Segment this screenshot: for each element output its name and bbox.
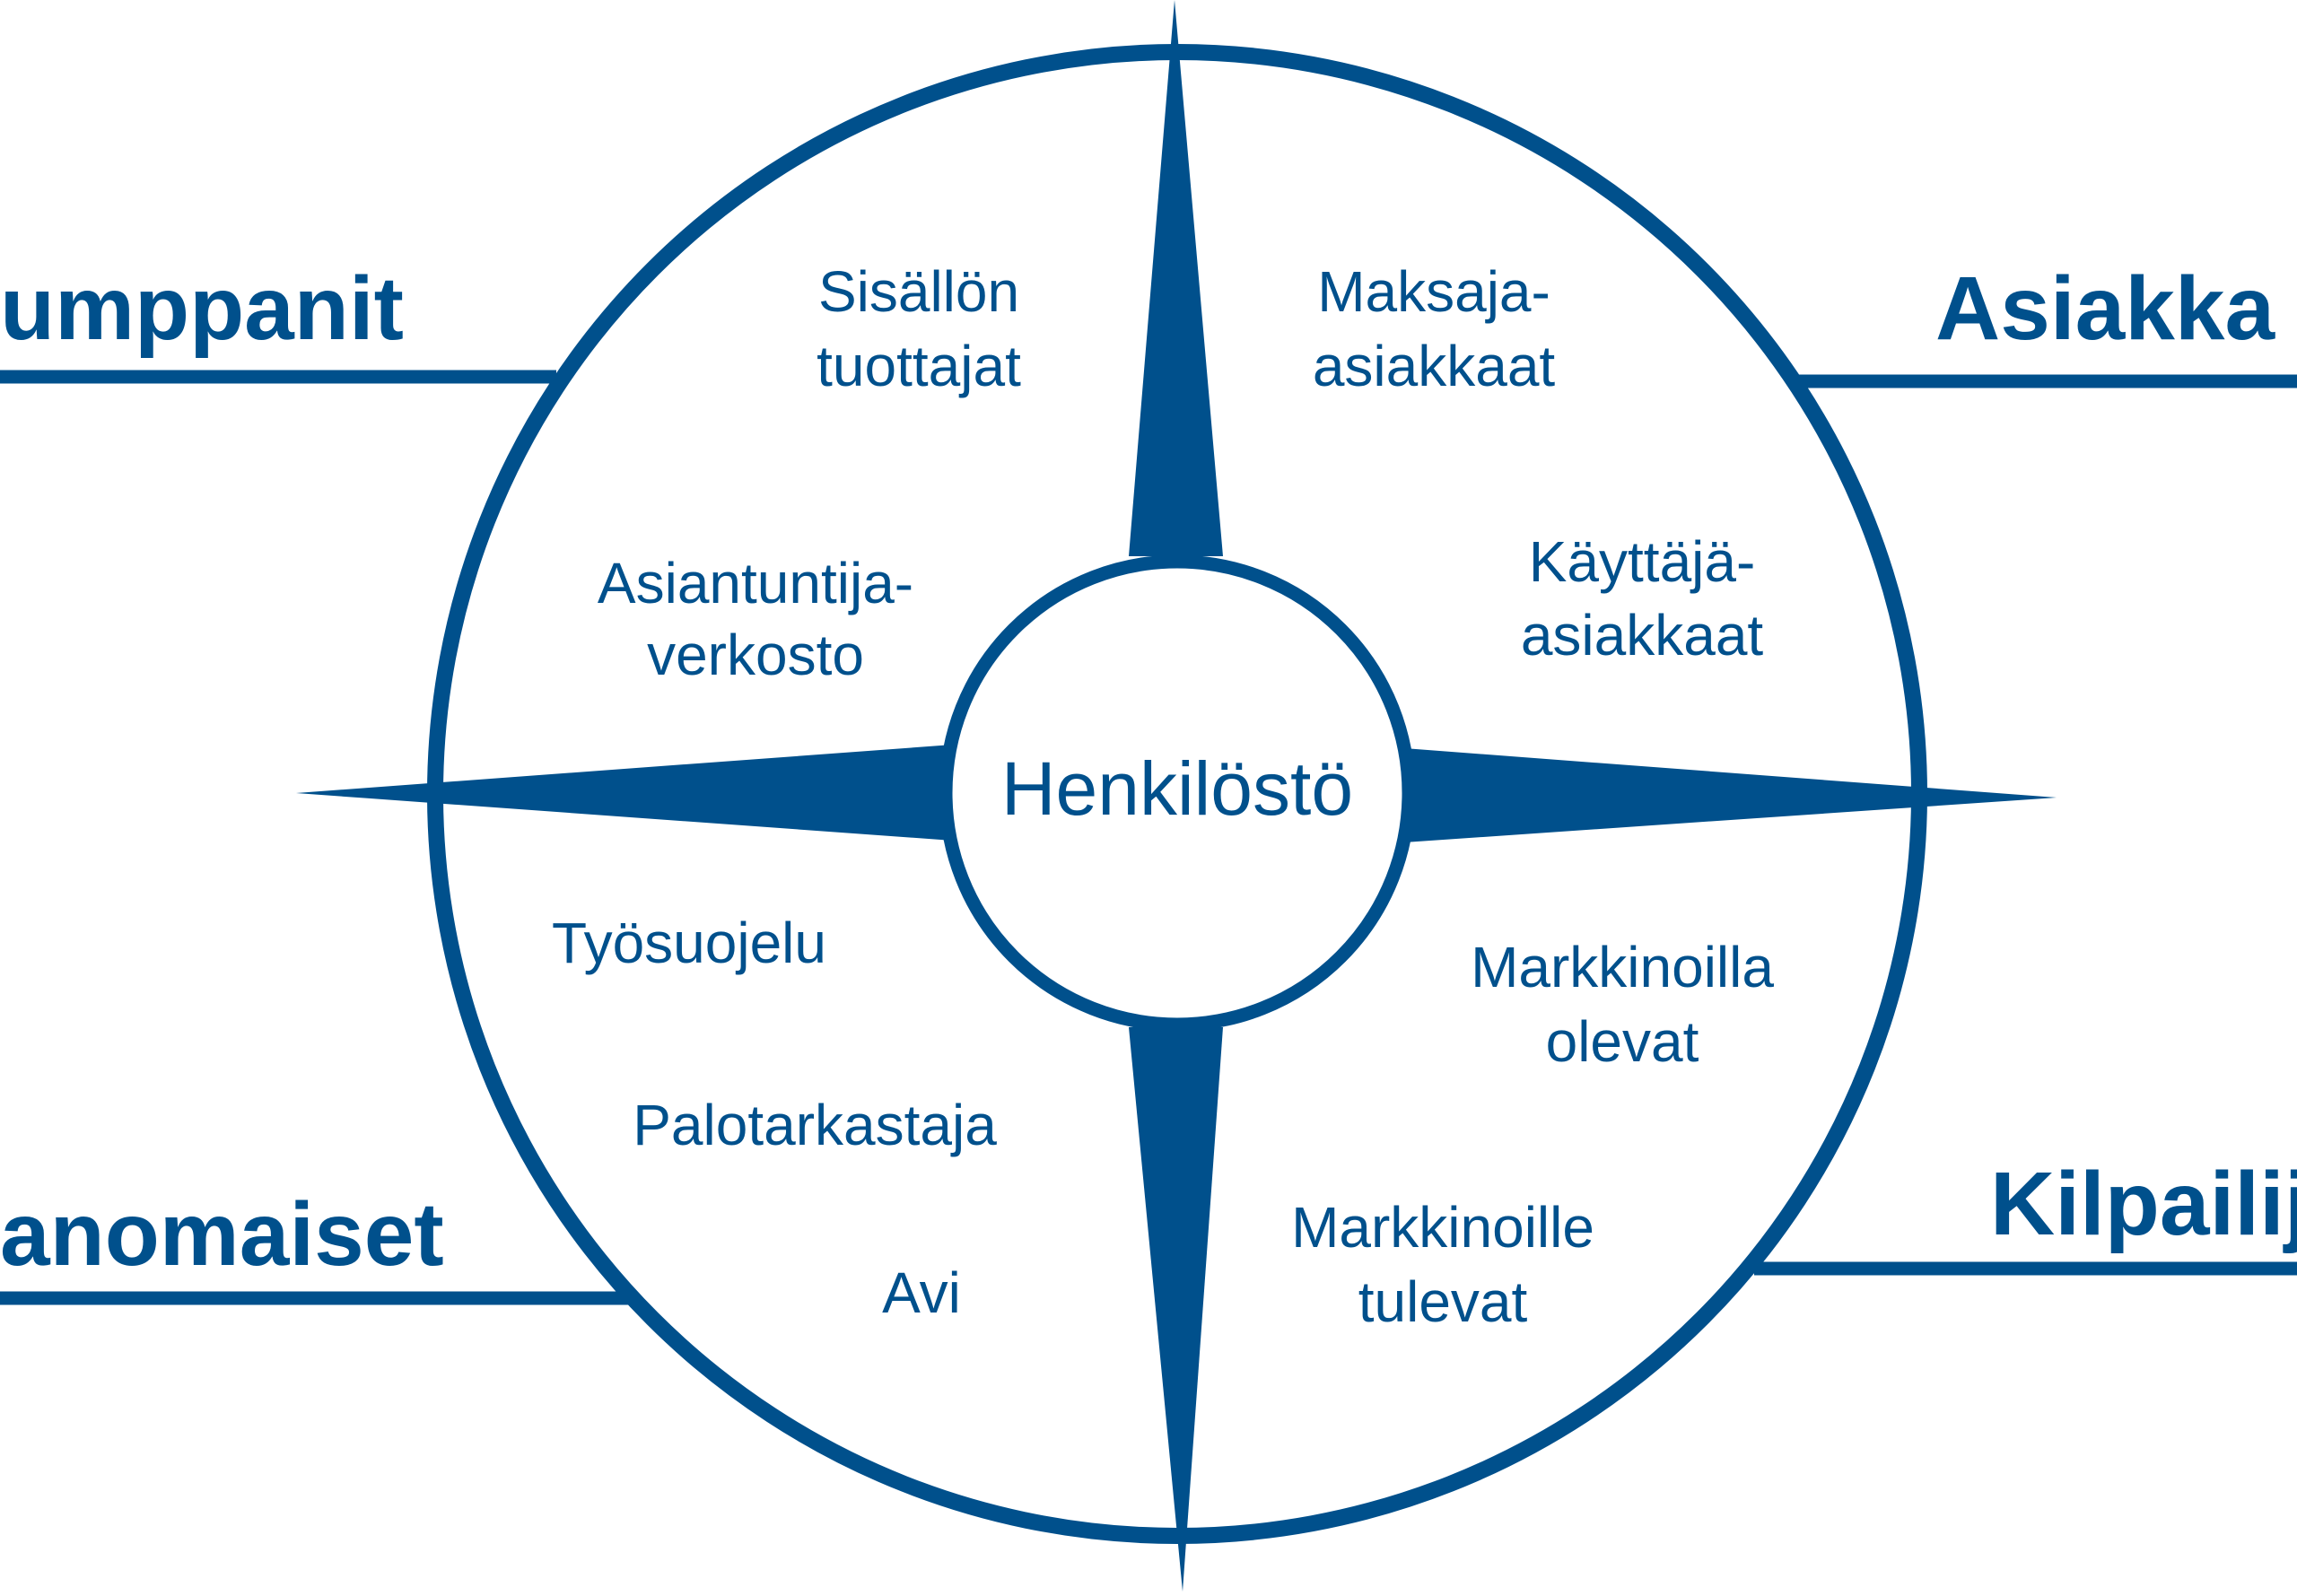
segment-label-markkinoille-line1: Markkinoille xyxy=(1291,1195,1594,1260)
center-label: Henkilöstö xyxy=(1001,746,1353,831)
compass-point-north xyxy=(1129,0,1223,556)
segment-label-tyosuojelu: Työsuojelu xyxy=(552,911,826,975)
segment-label-markkinoilla-line2: olevat xyxy=(1546,1009,1699,1074)
segment-label-kayttaja-line1: Käyttäjä- xyxy=(1529,529,1756,594)
corner-label-top-right: Asiakka xyxy=(1935,258,2275,359)
segment-label-palotarkastaja: Palotarkastaja xyxy=(633,1093,997,1157)
segment-label-sisallon-line2: tuottajat xyxy=(817,334,1021,398)
compass-point-east xyxy=(1404,748,2057,842)
corner-label-top-left: umppanit xyxy=(0,258,404,359)
segment-label-markkinoilla-line1: Markkinoilla xyxy=(1471,935,1774,999)
inner-circle xyxy=(939,554,1416,1032)
segment-label-kayttaja-line2: asiakkaat xyxy=(1521,603,1764,667)
corner-label-bottom-left: anomaiset xyxy=(0,1184,444,1285)
segment-label-asiantuntija-line2: verkosto xyxy=(647,623,864,687)
compass-point-south xyxy=(1129,1027,1223,1592)
segment-label-asiantuntija-line1: Asiantuntija- xyxy=(598,551,913,615)
compass-point-west xyxy=(296,745,953,841)
segment-label-maksaja-line1: Maksaja- xyxy=(1317,259,1550,324)
segment-label-markkinoille-line2: tulevat xyxy=(1358,1269,1528,1334)
corner-label-bottom-right: Kilpailij xyxy=(1990,1154,2297,1254)
segment-label-sisallon-line1: Sisällön xyxy=(818,259,1019,324)
segment-label-maksaja-line2: asiakkaat xyxy=(1313,334,1556,398)
segment-label-avi: Avi xyxy=(882,1260,961,1325)
